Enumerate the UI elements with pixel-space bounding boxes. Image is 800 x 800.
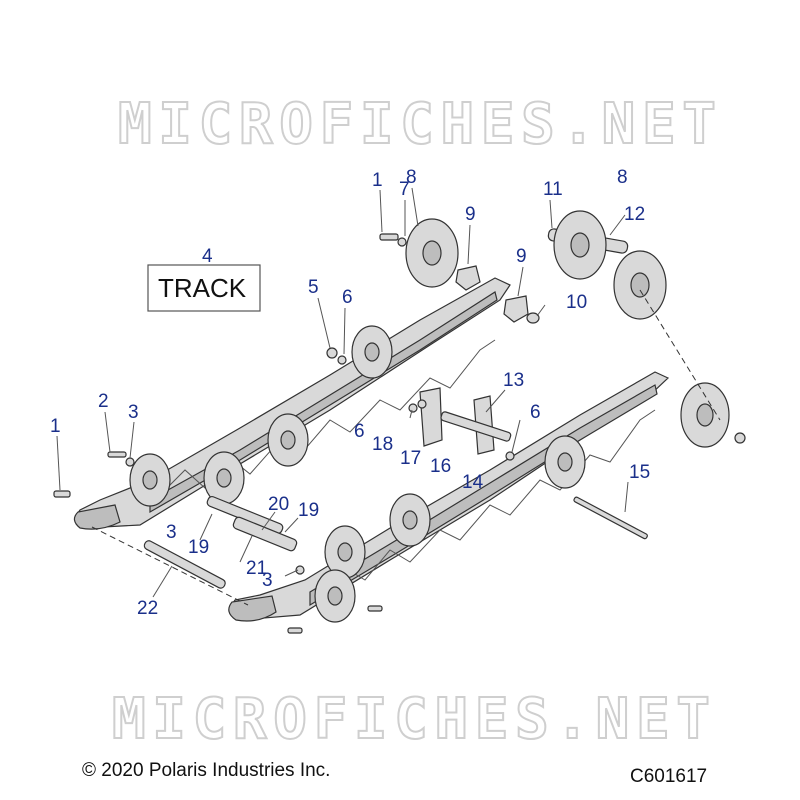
callout-4: 4 [202,246,213,267]
track-label: TRACK [158,273,247,303]
idler-wheel-top-left [405,218,459,288]
shaft-19-21 [206,495,298,552]
washers-6-18 [408,399,515,461]
callout-18: 18 [372,434,393,455]
axle-assembly [547,210,667,320]
callout-9-top: 9 [465,204,476,225]
callout-3-left: 3 [128,402,139,423]
bolts-lower [287,432,746,634]
callout-1-top: 1 [372,170,383,191]
bolt-1-left [53,490,71,498]
track-label-box [147,264,261,312]
callout-12: 12 [624,204,645,225]
callout-6-top: 6 [342,287,353,308]
wheel-rail-d [351,325,393,379]
mount-9a [455,265,481,291]
callout-14: 14 [462,472,484,493]
wheel-rail-b [203,451,245,505]
callout-16: 16 [430,456,451,477]
callout-17: 17 [400,448,421,469]
callout-6-mid: 6 [354,421,365,442]
rod-15 [573,496,648,540]
callout-8-left: 8 [406,167,417,188]
watermark-top: MICROFICHES.NET [118,92,718,157]
dash-line-a [91,526,249,606]
callout-6-right: 6 [530,402,541,423]
dash-line-b [639,289,721,421]
callout-5: 5 [308,277,319,298]
wheel-rail-f [389,493,431,547]
callout-11: 11 [543,179,563,200]
left-rail [73,277,511,530]
callout-8-right: 8 [617,167,628,188]
wheel-rail-h [544,435,586,489]
callout-20: 20 [268,494,289,515]
callout-15: 15 [629,462,650,483]
wheel-rail-g [314,569,356,623]
watermark-bottom: MICROFICHES.NET [112,687,712,752]
idler-wheel-right [680,382,730,448]
callout-22: 22 [137,598,158,619]
wheel-rail-a [129,453,171,507]
callout-19-right: 19 [298,500,319,521]
figure-code: C601617 [630,766,708,787]
leader-lines [56,187,629,598]
callout-9-mid: 9 [516,246,527,267]
callout-2: 2 [98,391,109,412]
callout-10: 10 [566,292,587,313]
callout-3-low: 3 [262,570,273,591]
callout-7: 7 [399,179,410,200]
callout-1-left: 1 [50,416,61,437]
callout-21: 21 [246,558,267,579]
washer-5-6 [326,347,347,365]
callout-19-left: 19 [188,537,209,558]
callout-3-mid: 3 [166,522,177,543]
wheel-rail-c [267,413,309,467]
copyright-text: © 2020 Polaris Industries Inc. [82,760,331,781]
wheel-rail-e [324,525,366,579]
callout-13: 13 [503,370,524,391]
bolt-top [379,233,407,247]
rod-22 [143,540,226,589]
mount-9b [503,295,540,324]
